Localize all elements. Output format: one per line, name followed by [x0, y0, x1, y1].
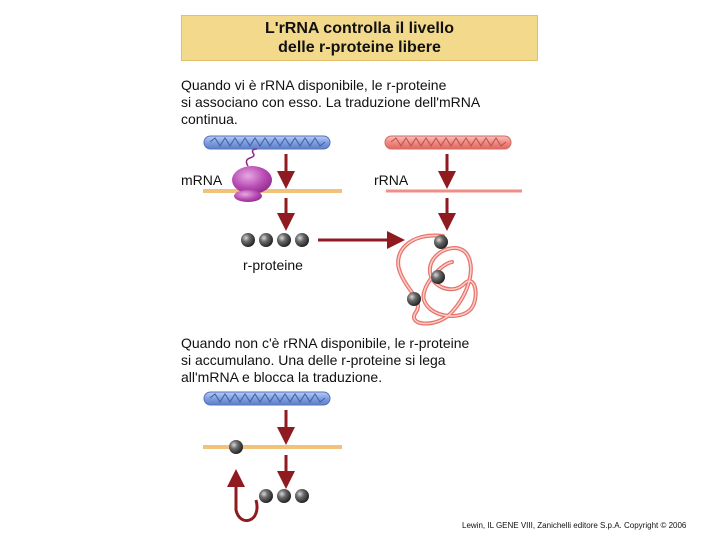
dna-blue-top — [203, 135, 331, 150]
copyright-credit: Lewin, IL GENE VIII, Zanichelli editore … — [462, 521, 687, 530]
label-mrna: mRNA — [181, 172, 223, 188]
section1-line-2: si associano con esso. La traduzione del… — [181, 94, 481, 110]
ribosome-icon — [232, 148, 272, 202]
label-rrna: rRNA — [374, 172, 409, 188]
accumulated-r-proteins — [259, 489, 309, 503]
rrna-protein-complex — [396, 233, 478, 326]
section1-line-3: continua. — [181, 111, 238, 127]
arrow-feedback — [227, 469, 259, 522]
label-r-proteine: r-proteine — [243, 257, 303, 273]
title-line-2: delle r-proteine libere — [278, 39, 441, 56]
title-line-1: L'rRNA controlla il livello — [264, 20, 454, 37]
section1-text: Quando vi è rRNA disponibile, le r-prote… — [181, 77, 521, 128]
section2-text: Quando non c'è rRNA disponibile, le r-pr… — [181, 335, 521, 386]
section2-line-1: Quando non c'è rRNA disponibile, le r-pr… — [181, 335, 470, 351]
dna-red-top — [384, 135, 512, 150]
dna-blue-bottom — [203, 391, 331, 406]
free-r-proteins — [241, 233, 309, 247]
section2-line-3: all'mRNA e blocca la traduzione. — [181, 369, 383, 385]
bound-r-protein — [229, 440, 243, 454]
section2-line-2: si accumulano. Una delle r-proteine si l… — [181, 352, 446, 368]
section1-line-1: Quando vi è rRNA disponibile, le r-prote… — [181, 77, 447, 93]
title-box: L'rRNA controlla il livello delle r-prot… — [181, 15, 538, 61]
